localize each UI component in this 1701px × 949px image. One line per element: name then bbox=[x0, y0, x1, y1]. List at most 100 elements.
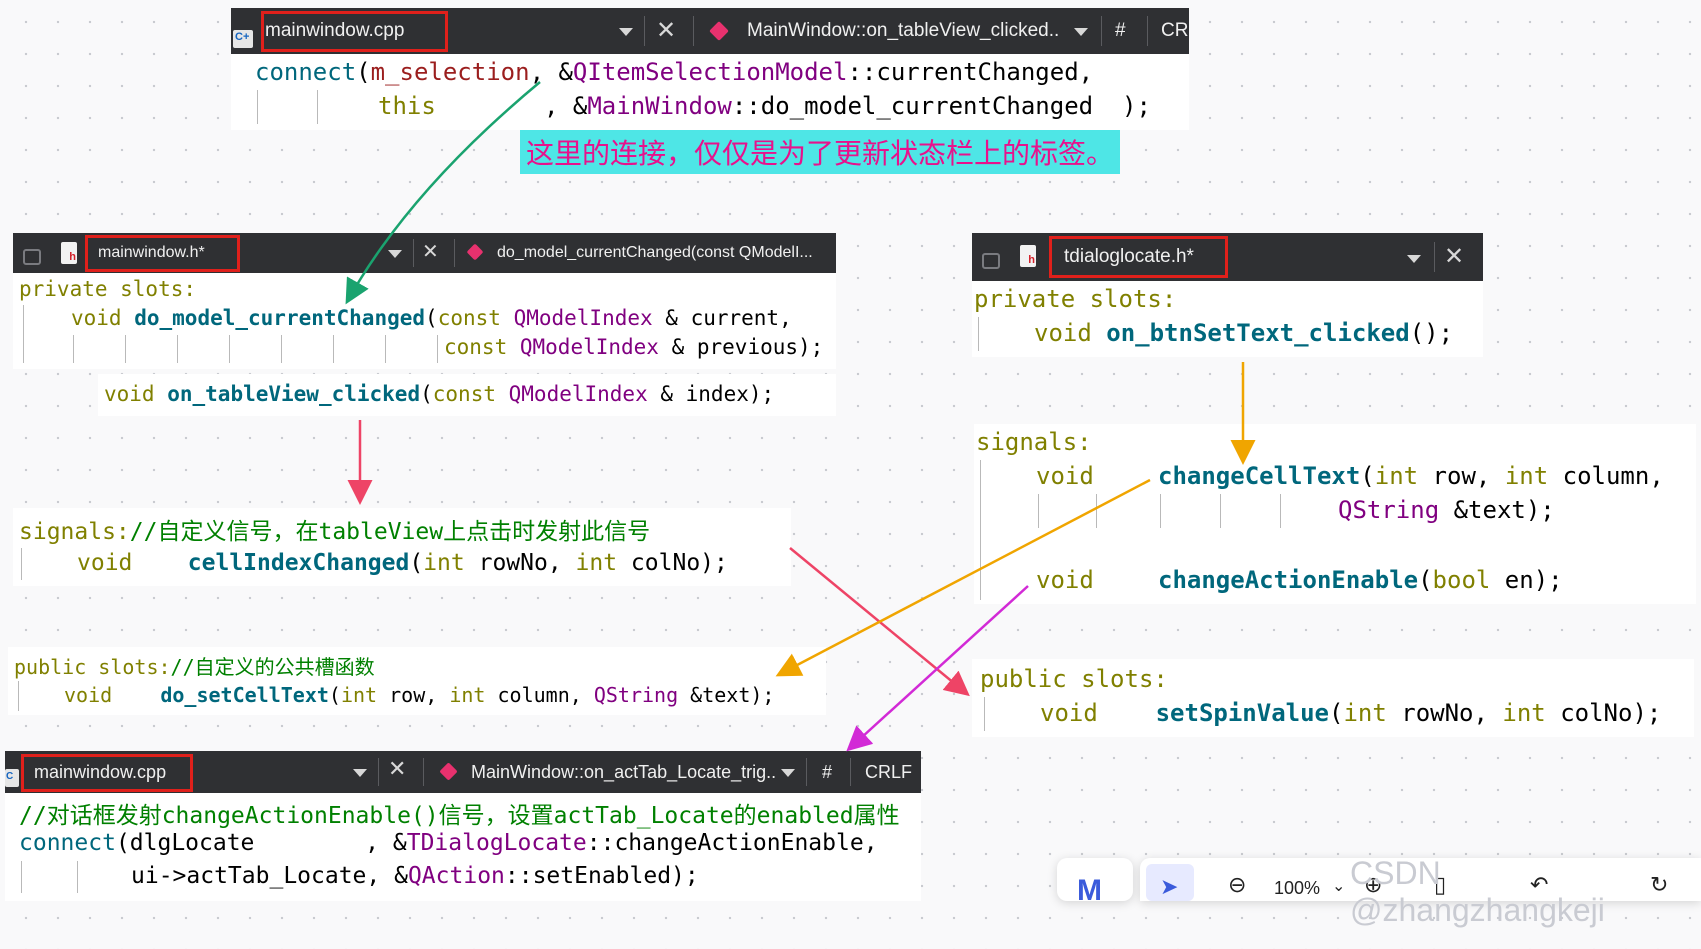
code-token: cellIndexChanged bbox=[187, 550, 410, 576]
code-token: public slots: bbox=[14, 655, 171, 679]
code-token: do_setCellText bbox=[160, 683, 329, 707]
code-token: const bbox=[432, 382, 496, 406]
code-token: changeActionEnable bbox=[1158, 566, 1419, 594]
close-icon[interactable]: ✕ bbox=[656, 16, 677, 44]
highlight-box bbox=[1049, 236, 1228, 278]
tab-mainwindow-h[interactable]: mainwindow.h* bbox=[98, 233, 228, 273]
code-token: row, bbox=[1418, 462, 1505, 490]
code-token: void bbox=[1040, 699, 1098, 727]
chevron-down-icon[interactable] bbox=[1407, 255, 1421, 263]
code-token: changeCellText bbox=[1158, 462, 1361, 490]
code-token: ::currentChanged, bbox=[847, 58, 1094, 86]
tdialog-public-slots-block: public slots: void setSpinValue(int rowN… bbox=[972, 659, 1694, 737]
code-token: ( bbox=[1418, 566, 1433, 594]
code-token: int bbox=[1343, 699, 1387, 727]
code-token: ( bbox=[425, 306, 438, 330]
cpp-file-icon: C bbox=[5, 769, 19, 787]
symbol-selector[interactable]: do_model_currentChanged(const QModelI... bbox=[497, 233, 833, 273]
line-ending-indicator[interactable]: CRLF bbox=[865, 751, 912, 793]
chevron-down-icon[interactable] bbox=[1074, 28, 1088, 36]
mainwindow-public-slots-block: public slots://自定义的公共槽函数 void do_setCell… bbox=[8, 647, 826, 715]
code-token: & index); bbox=[647, 382, 775, 406]
close-icon[interactable]: ✕ bbox=[1444, 242, 1465, 270]
history-icon[interactable]: ↻ bbox=[1650, 872, 1669, 897]
header-file-icon: h bbox=[1020, 245, 1036, 267]
chevron-down-icon[interactable] bbox=[353, 769, 367, 777]
code-token: ( bbox=[356, 58, 371, 86]
close-icon[interactable]: ✕ bbox=[422, 239, 439, 263]
code-token: (); bbox=[1409, 319, 1454, 347]
code-token: private slots: bbox=[974, 285, 1177, 313]
bottom-editor-tabbar: C mainwindow.cpp ✕ MainWindow::on_actTab… bbox=[5, 751, 921, 793]
zoom-level[interactable]: 100% bbox=[1274, 878, 1321, 898]
code-token: int bbox=[340, 683, 378, 707]
code-token: const bbox=[444, 335, 508, 359]
symbol-selector[interactable]: MainWindow::on_tableView_clicked.. bbox=[747, 8, 1092, 54]
code-token: ::changeActionEnable, bbox=[586, 830, 878, 856]
code-token: void bbox=[1036, 462, 1094, 490]
hash-label: # bbox=[822, 761, 833, 782]
code-token: void bbox=[64, 683, 113, 707]
lock-icon[interactable] bbox=[23, 249, 41, 265]
code-token: int bbox=[449, 683, 486, 707]
zoom-out-icon[interactable]: ⊖ bbox=[1228, 872, 1247, 897]
file-tab-label: mainwindow.cpp bbox=[34, 761, 167, 782]
code-comment: //自定义信号，在tableView上点击时发射此信号 bbox=[129, 519, 651, 545]
code-token: ( bbox=[328, 683, 341, 707]
code-token: public slots: bbox=[980, 665, 1168, 693]
line-ending-indicator[interactable]: CR bbox=[1161, 8, 1189, 54]
mainwindow-h-tabbar: h mainwindow.h* ✕ do_model_currentChange… bbox=[13, 233, 836, 273]
code-token: ui->actTab_Locate, & bbox=[131, 863, 408, 889]
tab-mainwindow-cpp[interactable]: mainwindow.cpp bbox=[34, 751, 194, 793]
code-token: int bbox=[1374, 462, 1419, 490]
chevron-down-icon[interactable]: ⌄ bbox=[1332, 878, 1346, 895]
code-token: void bbox=[104, 382, 155, 406]
mainwindow-signals-block: signals://自定义信号，在tableView上点击时发射此信号 void… bbox=[13, 508, 791, 586]
code-token: int bbox=[575, 550, 618, 576]
code-token: column, bbox=[1548, 462, 1664, 490]
code-comment: //对话框发射changeActionEnable()信号，设置actTab_L… bbox=[19, 803, 900, 829]
tab-tdialoglocate-h[interactable]: tdialoglocate.h* bbox=[1064, 233, 1224, 281]
code-token: ( bbox=[409, 550, 424, 576]
close-icon[interactable]: ✕ bbox=[388, 757, 407, 782]
code-token: ( bbox=[1360, 462, 1375, 490]
code-token: rowNo, bbox=[464, 550, 576, 576]
code-token: void bbox=[71, 306, 122, 330]
code-token: ::do_model_currentChanged ); bbox=[731, 92, 1151, 120]
file-tab-label: mainwindow.h* bbox=[98, 244, 205, 261]
tdialog-signals-block: signals: void changeCellText(int row, in… bbox=[974, 424, 1696, 604]
tab-mainwindow-cpp[interactable]: mainwindow.cpp bbox=[265, 8, 435, 54]
mainwindow-h-code-block: private slots: void do_model_currentChan… bbox=[13, 273, 836, 369]
code-token: column, bbox=[485, 683, 594, 707]
method-icon bbox=[466, 243, 484, 261]
code-token: connect bbox=[19, 830, 116, 856]
code-token: rowNo, bbox=[1386, 699, 1503, 727]
code-token: colNo); bbox=[617, 550, 728, 576]
code-token: signals: bbox=[976, 428, 1092, 456]
chevron-down-icon[interactable] bbox=[781, 769, 795, 777]
code-token: , & bbox=[529, 58, 573, 86]
file-tab-label: tdialoglocate.h* bbox=[1064, 246, 1194, 267]
symbol-label: MainWindow::on_actTab_Locate_trig.. bbox=[471, 761, 777, 782]
highlight-box bbox=[261, 11, 448, 52]
chevron-down-icon[interactable] bbox=[388, 250, 402, 258]
code-token: QItemSelectionModel bbox=[572, 58, 848, 86]
zoom-in-icon[interactable]: ⊕ bbox=[1364, 872, 1383, 897]
file-tab-label: mainwindow.cpp bbox=[265, 20, 405, 41]
code-token: TDialogLocate bbox=[406, 830, 587, 856]
code-token: QModelIndex bbox=[513, 306, 653, 330]
lock-icon[interactable] bbox=[982, 253, 1000, 269]
app-logo-panel[interactable]: M bbox=[1057, 858, 1133, 907]
chevron-down-icon[interactable] bbox=[619, 28, 633, 36]
map-icon[interactable]: ▯ bbox=[1434, 872, 1447, 897]
select-tool-button[interactable]: ➤ bbox=[1146, 864, 1194, 901]
code-token: void bbox=[1034, 319, 1092, 347]
code-token: ::setEnabled); bbox=[504, 863, 699, 889]
undo-icon[interactable]: ↶ bbox=[1530, 872, 1549, 897]
code-token: void bbox=[1036, 566, 1094, 594]
watermark: CSDN @zhangzhangkeji bbox=[1350, 855, 1605, 928]
symbol-selector[interactable]: MainWindow::on_actTab_Locate_trig.. bbox=[471, 751, 793, 793]
app-logo-icon: M bbox=[1077, 874, 1102, 907]
code-token: ( bbox=[1328, 699, 1344, 727]
code-token: QAction bbox=[407, 863, 505, 889]
